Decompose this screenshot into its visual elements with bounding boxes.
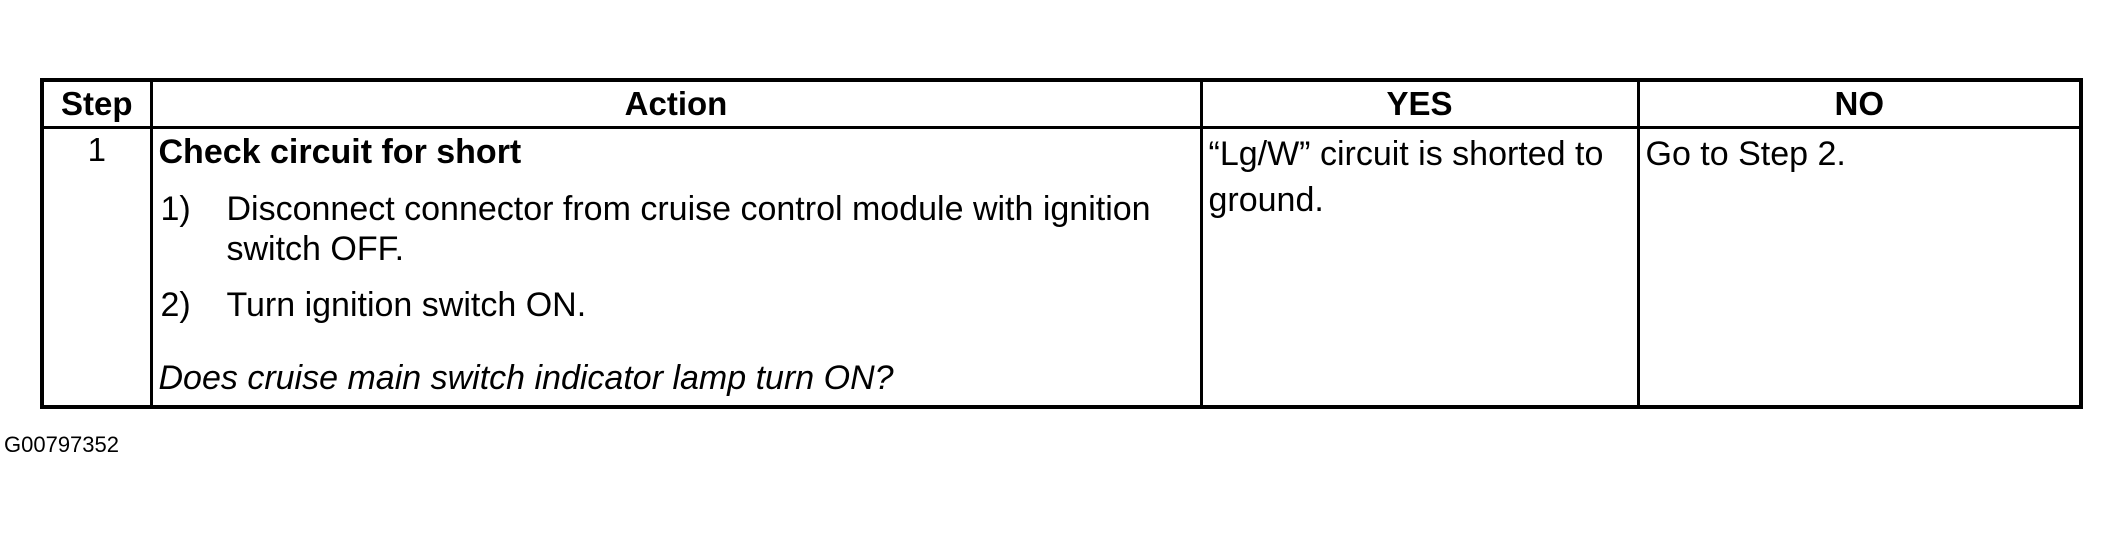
table-header-row: Step Action YES NO (40, 78, 2083, 129)
action-item-text: Disconnect connector from cruise control… (226, 190, 1151, 268)
action-question: Does cruise main switch indicator lamp t… (158, 359, 894, 397)
action-item: 2) Turn ignition switch ON. (159, 285, 1196, 325)
action-cell: Check circuit for short 1) Disconnect co… (149, 126, 1203, 409)
action-item-number: 1) (160, 190, 191, 228)
table-row: 1 Check circuit for short 1) Disconnect … (40, 126, 2083, 409)
action-title: Check circuit for short (158, 133, 522, 171)
header-step: Step (40, 78, 153, 129)
action-item: 1) Disconnect connector from cruise cont… (159, 189, 1196, 269)
header-action: Action (149, 78, 1203, 129)
no-result: Go to Step 2. (1636, 126, 2083, 409)
header-yes: YES (1199, 78, 1640, 129)
header-no: NO (1636, 78, 2083, 129)
troubleshooting-table: Step Action YES NO 1 Check circuit for s… (40, 78, 2083, 409)
step-number: 1 (40, 126, 153, 409)
yes-result: “Lg/W” circuit is shorted to ground. (1199, 126, 1640, 409)
action-item-text: Turn ignition switch ON. (226, 286, 587, 324)
action-item-number: 2) (160, 286, 191, 324)
figure-id: G00797352 (4, 432, 119, 457)
